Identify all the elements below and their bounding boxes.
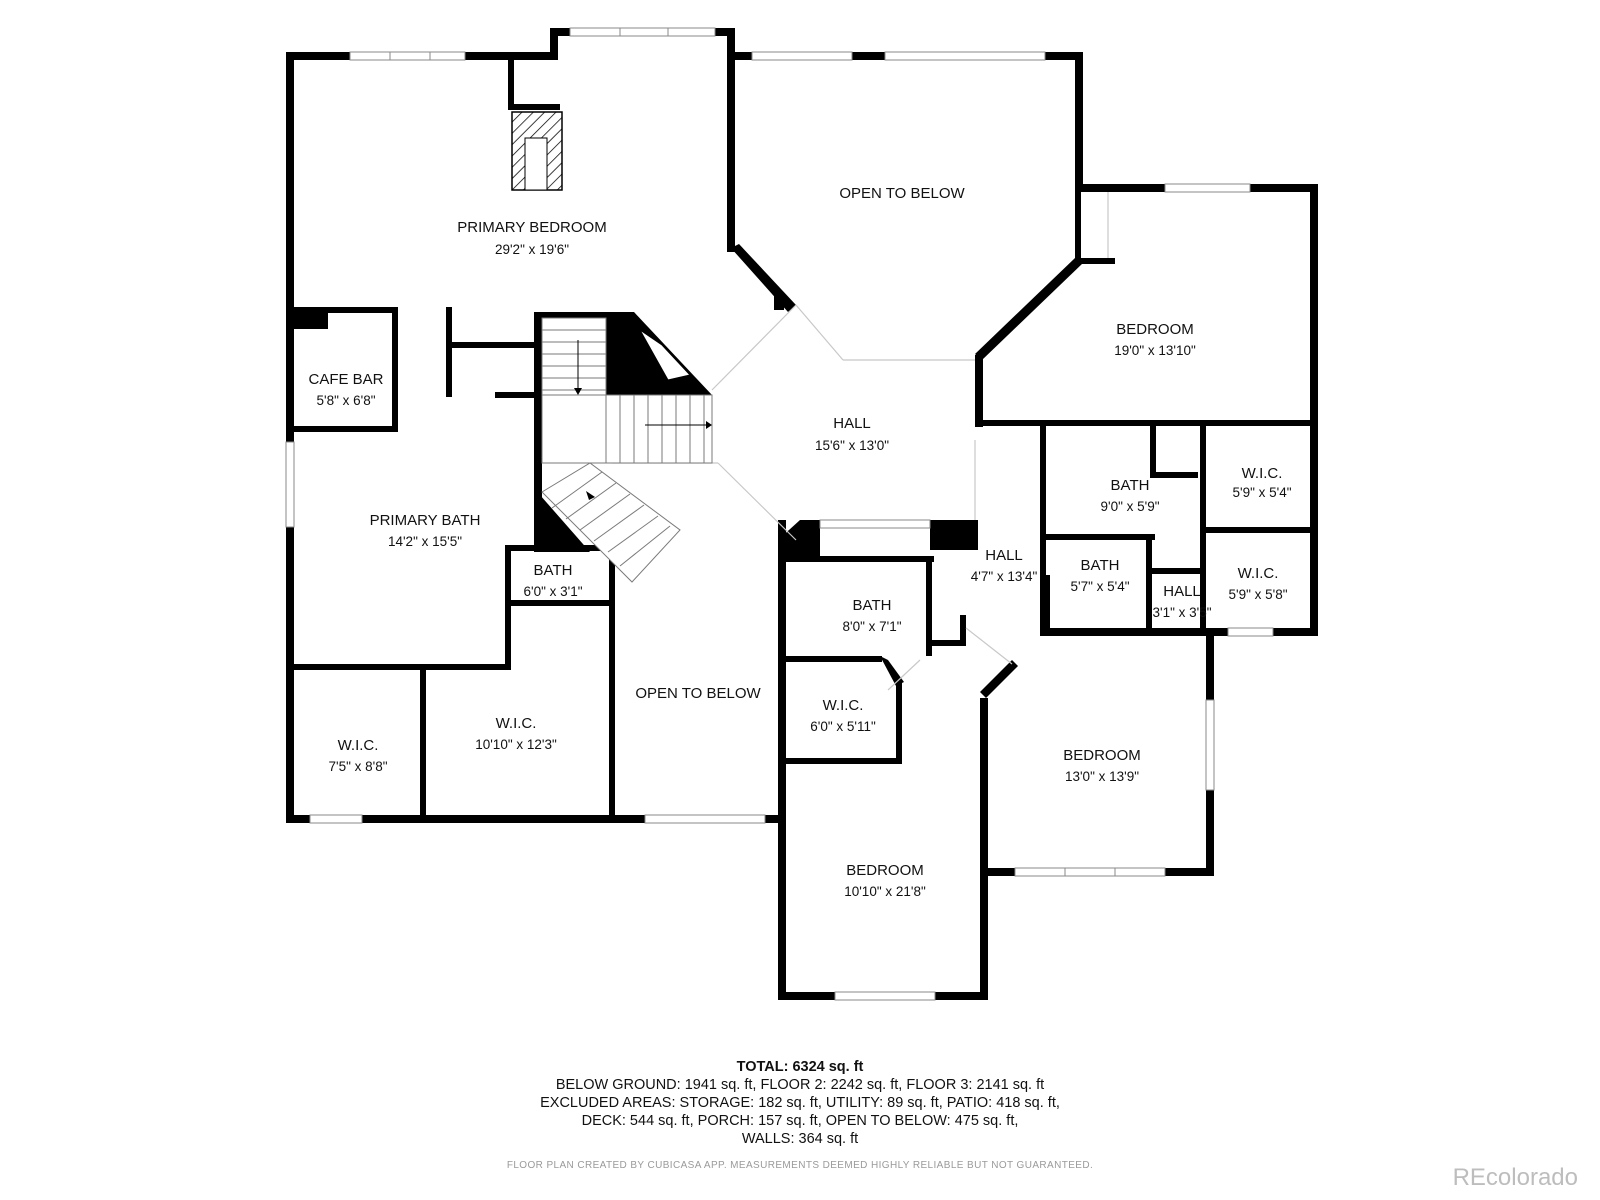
hall-center-label: HALL 15'6" x 13'0"	[815, 415, 889, 453]
total-value: 6324 sq. ft	[792, 1059, 864, 1075]
svg-text:OPEN TO BELOW: OPEN TO BELOW	[635, 685, 761, 702]
area-summary: TOTAL: 6324 sq. ft BELOW GROUND: 1941 sq…	[0, 1058, 1600, 1148]
summary-line-2: EXCLUDED AREAS: STORAGE: 182 sq. ft, UTI…	[540, 1095, 1060, 1111]
svg-text:W.I.C.: W.I.C.	[823, 697, 864, 714]
svg-text:8'0" x 7'1": 8'0" x 7'1"	[842, 619, 901, 634]
svg-text:9'0" x 5'9": 9'0" x 5'9"	[1100, 499, 1159, 514]
svg-text:5'9" x 5'4": 5'9" x 5'4"	[1232, 485, 1291, 500]
bath-center-label: BATH 8'0" x 7'1"	[842, 597, 901, 634]
primary-bath-label: PRIMARY BATH 14'2" x 15'5"	[370, 512, 481, 549]
svg-text:HALL: HALL	[1163, 583, 1201, 600]
svg-text:13'0" x 13'9": 13'0" x 13'9"	[1065, 769, 1139, 784]
wic-primary-label: W.I.C. 10'10" x 12'3"	[475, 715, 557, 752]
svg-text:HALL: HALL	[833, 415, 871, 432]
bath-small-label: BATH 6'0" x 3'1"	[523, 562, 582, 599]
disclaimer: FLOOR PLAN CREATED BY CUBICASA APP. MEAS…	[506, 1160, 1094, 1171]
svg-text:W.I.C.: W.I.C.	[496, 715, 537, 732]
primary-bedroom-label: PRIMARY BEDROOM 29'2" x 19'6"	[457, 219, 606, 257]
bedroom-lower-right-label: BEDROOM 13'0" x 13'9"	[1063, 747, 1141, 784]
svg-text:BEDROOM: BEDROOM	[1116, 321, 1194, 338]
wic-center-label: W.I.C. 6'0" x 5'11"	[810, 697, 876, 734]
bedroom-right-label: BEDROOM 19'0" x 13'10"	[1114, 321, 1196, 358]
cafe-bar-label: CAFE BAR 5'8" x 6'8"	[308, 371, 383, 408]
bedroom-bottom-label: BEDROOM 10'10" x 21'8"	[844, 862, 926, 899]
hall-small-label: HALL 3'1" x 3'5"	[1152, 583, 1211, 620]
svg-text:W.I.C.: W.I.C.	[1238, 565, 1279, 582]
summary-line-1: BELOW GROUND: 1941 sq. ft, FLOOR 2: 2242…	[555, 1077, 1045, 1093]
summary-line-4: WALLS: 364 sq. ft	[741, 1131, 859, 1147]
svg-text:BEDROOM: BEDROOM	[1063, 747, 1141, 764]
svg-text:3'1" x 3'5": 3'1" x 3'5"	[1152, 605, 1211, 620]
svg-text:4'7" x 13'4": 4'7" x 13'4"	[971, 569, 1038, 584]
svg-text:10'10" x 21'8": 10'10" x 21'8"	[844, 884, 926, 899]
total-line: TOTAL: 6324 sq. ft	[0, 1058, 1600, 1076]
total-label: TOTAL:	[736, 1059, 789, 1075]
svg-text:W.I.C.: W.I.C.	[1242, 465, 1283, 482]
fireplace-icon	[511, 111, 563, 191]
svg-text:CAFE BAR: CAFE BAR	[308, 371, 383, 388]
svg-text:6'0" x 3'1": 6'0" x 3'1"	[523, 584, 582, 599]
open-to-below-top-label: OPEN TO BELOW	[839, 185, 965, 202]
svg-text:15'6" x 13'0": 15'6" x 13'0"	[815, 438, 889, 453]
svg-text:HALL: HALL	[985, 547, 1023, 564]
room-labels: PRIMARY BEDROOM 29'2" x 19'6" OPEN TO BE…	[308, 185, 1291, 899]
svg-text:BATH: BATH	[853, 597, 892, 614]
bath-right-label: BATH 9'0" x 5'9"	[1100, 477, 1159, 514]
windows	[285, 27, 1274, 1001]
svg-text:14'2" x 15'5": 14'2" x 15'5"	[388, 534, 462, 549]
summary-line-3: DECK: 544 sq. ft, PORCH: 157 sq. ft, OPE…	[581, 1113, 1019, 1129]
open-to-below-mid-label: OPEN TO BELOW	[635, 685, 761, 702]
svg-text:19'0" x 13'10": 19'0" x 13'10"	[1114, 343, 1196, 358]
svg-text:5'9" x 5'8": 5'9" x 5'8"	[1228, 587, 1287, 602]
wic-right-bottom-label: W.I.C. 5'9" x 5'8"	[1228, 565, 1287, 602]
svg-text:29'2" x 19'6": 29'2" x 19'6"	[495, 242, 569, 257]
openings	[612, 192, 1109, 691]
svg-text:7'5" x 8'8": 7'5" x 8'8"	[328, 759, 387, 774]
svg-text:6'0" x 5'11": 6'0" x 5'11"	[810, 719, 876, 734]
svg-text:BATH: BATH	[1111, 477, 1150, 494]
svg-text:BATH: BATH	[534, 562, 573, 579]
svg-text:10'10" x 12'3": 10'10" x 12'3"	[475, 737, 557, 752]
svg-text:PRIMARY BEDROOM: PRIMARY BEDROOM	[457, 219, 606, 236]
wic-right-top-label: W.I.C. 5'9" x 5'4"	[1232, 465, 1291, 500]
svg-text:BATH: BATH	[1081, 557, 1120, 574]
bath-mid-right-label: BATH 5'7" x 5'4"	[1070, 557, 1129, 594]
svg-text:5'7" x 5'4": 5'7" x 5'4"	[1070, 579, 1129, 594]
svg-text:PRIMARY BATH: PRIMARY BATH	[370, 512, 481, 529]
staircase	[541, 317, 713, 583]
svg-text:OPEN TO BELOW: OPEN TO BELOW	[839, 185, 965, 202]
svg-text:BEDROOM: BEDROOM	[846, 862, 924, 879]
hall-mid-label: HALL 4'7" x 13'4"	[971, 547, 1038, 584]
wic-left-label: W.I.C. 7'5" x 8'8"	[328, 737, 387, 774]
brand-watermark: REcolorado	[1452, 1164, 1578, 1191]
svg-text:5'8" x 6'8": 5'8" x 6'8"	[316, 393, 375, 408]
floor-plan: PRIMARY BEDROOM 29'2" x 19'6" OPEN TO BE…	[285, 27, 1318, 1001]
svg-text:W.I.C.: W.I.C.	[338, 737, 379, 754]
